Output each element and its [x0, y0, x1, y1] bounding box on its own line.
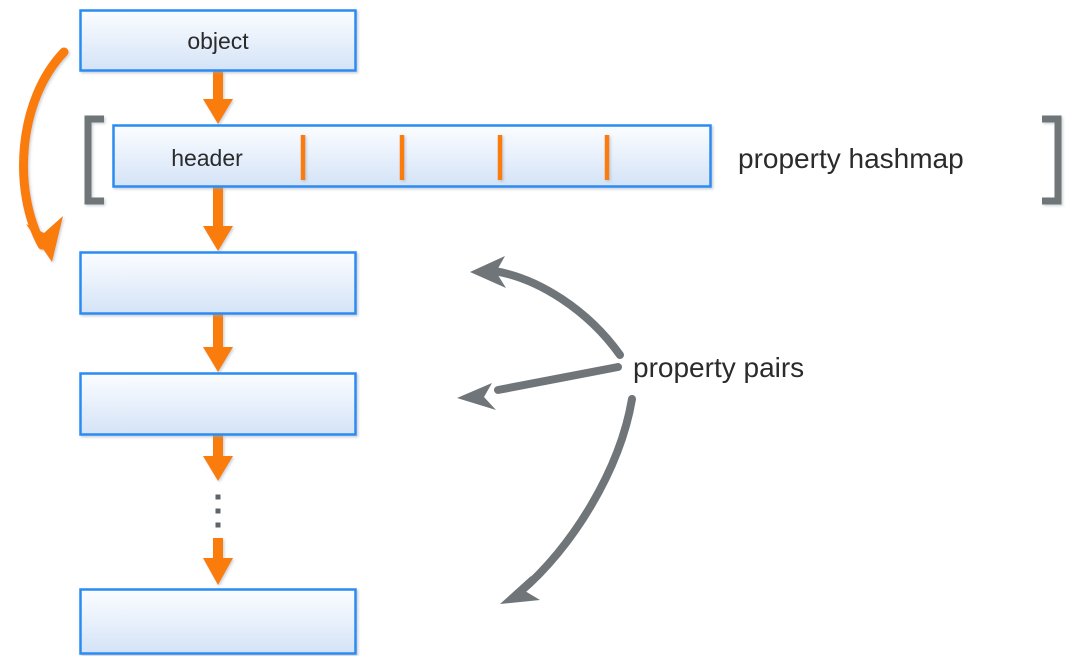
- node-object-label: object: [187, 28, 249, 54]
- arrow-ellipsis-to-pairN: [203, 538, 233, 585]
- hashmap-slot-ticks: [300, 135, 610, 180]
- property-hashmap-label: property hashmap: [738, 143, 964, 174]
- ellipsis-dots: [215, 494, 221, 528]
- property-pairs-label: property pairs: [633, 352, 804, 383]
- object-to-pairs-curved-arrow: [19, 47, 69, 262]
- property-pairs-arrow-lower: [500, 395, 636, 604]
- property-pairs-arrow-middle: [457, 363, 622, 410]
- arrow-pair2-to-ellipsis: [203, 435, 233, 481]
- arrow-pair1-to-pair2: [203, 314, 233, 372]
- left-bracket: [84, 115, 104, 205]
- arrow-object-to-header: [203, 71, 233, 124]
- property-pairs-arrow-upper: [470, 256, 624, 359]
- arrow-header-to-pair1: [203, 187, 233, 251]
- node-object[interactable]: [79, 9, 357, 72]
- node-header[interactable]: [112, 124, 712, 188]
- node-header-label: header: [171, 145, 243, 171]
- right-bracket: [1042, 115, 1062, 205]
